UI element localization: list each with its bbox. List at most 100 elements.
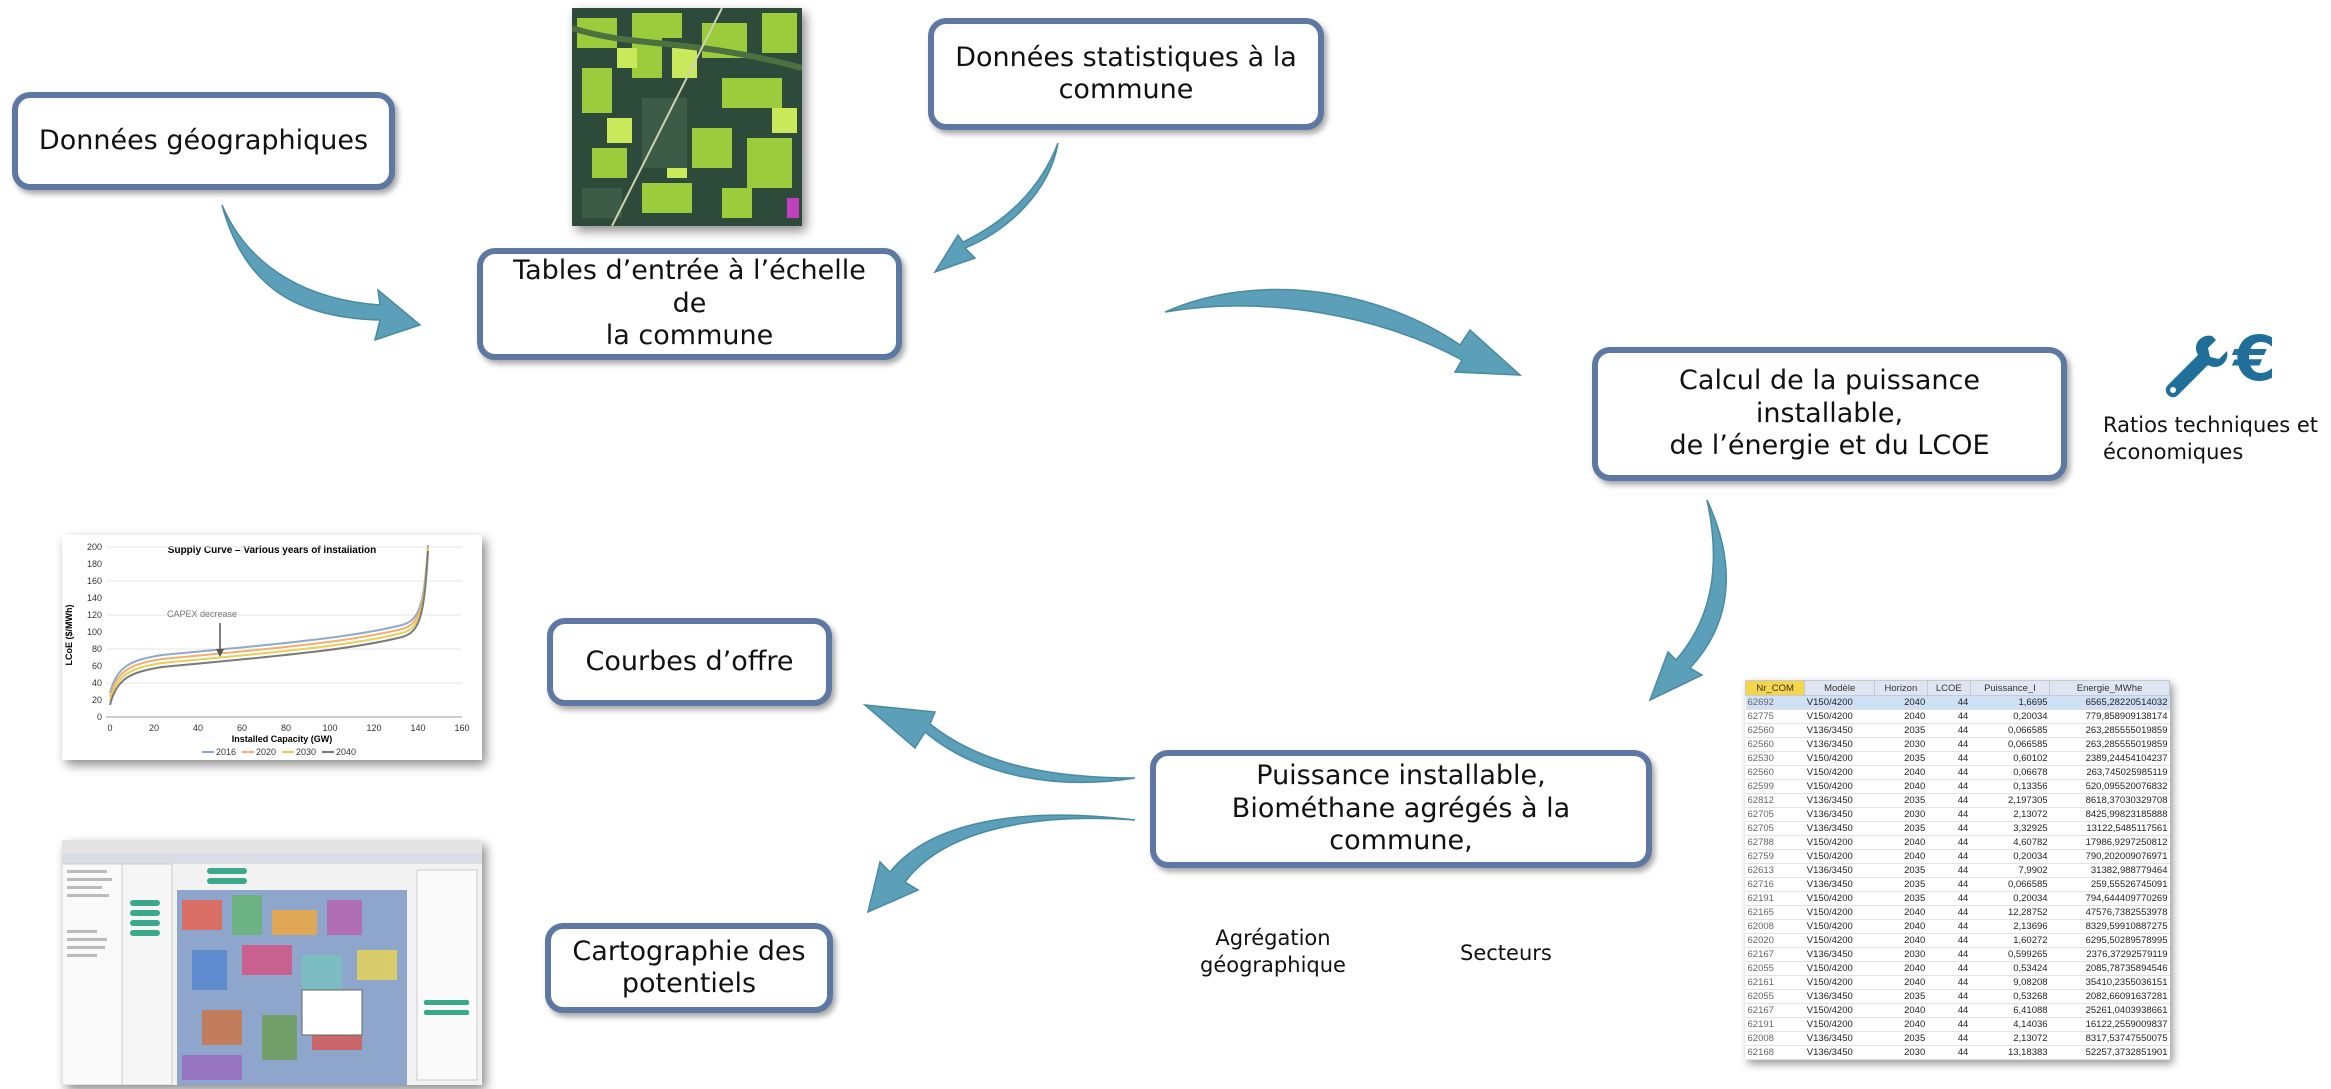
table-cell: 0,06678 (1970, 765, 2050, 780)
table-cell: 44 (1927, 1003, 1971, 1018)
table-cell: 62191 (1745, 1017, 1805, 1032)
legend-entry: 2040 (336, 747, 356, 757)
x-tick: 160 (454, 723, 469, 733)
y-tick: 80 (92, 644, 102, 654)
table-cell: 44 (1927, 695, 1971, 710)
table-cell: V150/4200 (1804, 695, 1875, 710)
table-cell: 2389,24454104237 (2049, 751, 2170, 766)
table-cell: V150/4200 (1804, 835, 1875, 850)
table-cell: 62530 (1745, 751, 1805, 766)
table-cell: 62008 (1745, 919, 1805, 934)
table-cell: 263,745025985119 (2049, 765, 2170, 780)
table-cell: 44 (1927, 947, 1971, 962)
table-cell: 35410,2355036151 (2049, 975, 2170, 990)
table-cell: 44 (1927, 877, 1971, 892)
col-header: Nr_COM (1745, 680, 1806, 696)
table-cell: 44 (1927, 779, 1971, 794)
y-tick: 180 (87, 559, 102, 569)
box-courbes-offre: Courbes d’offre (547, 618, 832, 706)
box-tables-entree: Tables d’entrée à l’échelle de la commun… (477, 248, 902, 360)
y-tick: 60 (92, 661, 102, 671)
table-cell: V136/3450 (1804, 821, 1875, 836)
table-cell: 62055 (1745, 989, 1805, 1004)
legend-entry: 2016 (216, 747, 236, 757)
table-cell: 0,13356 (1970, 779, 2050, 794)
box-donnees-statistiques: Données statistiques à la commune (928, 18, 1324, 130)
table-cell: V136/3450 (1804, 793, 1875, 808)
table-cell: 44 (1927, 905, 1971, 920)
table-cell: 2035 (1874, 989, 1928, 1004)
table-cell: 16122,2559009837 (2049, 1017, 2170, 1032)
table-cell: 2035 (1874, 723, 1928, 738)
table-cell: 0,20034 (1970, 849, 2050, 864)
table-cell: 12,28752 (1970, 905, 2050, 920)
table-cell: 1,6695 (1970, 695, 2050, 710)
arrow-stats-to-tables (933, 142, 1059, 274)
y-tick: 100 (87, 627, 102, 637)
table-cell: 62613 (1745, 863, 1805, 878)
table-cell: V150/4200 (1804, 751, 1875, 766)
box-label: Calcul de la puissance installable, de l… (1669, 365, 1990, 462)
table-cell: 2040 (1874, 709, 1928, 724)
x-tick: 0 (107, 723, 112, 733)
table-cell: 259,55526745091 (2049, 877, 2170, 892)
table-cell: 0,066585 (1970, 737, 2050, 752)
table-cell: 2035 (1874, 1031, 1928, 1046)
box-donnees-geographiques: Données géographiques (12, 92, 395, 190)
table-cell: 62165 (1745, 905, 1805, 920)
table-cell: 2376,37292579119 (2049, 947, 2170, 962)
legend: 2016 2020 2030 2040 (202, 747, 356, 757)
table-cell: 44 (1927, 1045, 1971, 1060)
arrow-puissance-to-courbes (862, 704, 1136, 784)
table-cell: 2040 (1874, 919, 1928, 934)
table-cell: 4,60782 (1970, 835, 2050, 850)
table-cell: 0,53268 (1970, 989, 2050, 1004)
table-cell: 13122,5485117561 (2049, 821, 2170, 836)
table-cell: 44 (1927, 863, 1971, 878)
table-cell: V136/3450 (1804, 737, 1875, 752)
table-cell: 44 (1927, 975, 1971, 990)
x-tick: 80 (281, 723, 291, 733)
table-cell: 263,285555019859 (2049, 737, 2170, 752)
table-cell: 62055 (1745, 961, 1805, 976)
table-cell: V150/4200 (1804, 975, 1875, 990)
table-cell: V150/4200 (1804, 849, 1875, 864)
table-cell: V150/4200 (1804, 961, 1875, 976)
series-2020 (109, 546, 429, 698)
table-cell: 0,066585 (1970, 723, 2050, 738)
table-cell: 44 (1927, 891, 1971, 906)
label-ratios: Ratios techniques et économiques (2103, 413, 2319, 465)
table-cell: 3,32925 (1970, 821, 2050, 836)
x-tick: 40 (193, 723, 203, 733)
table-cell: 62775 (1745, 709, 1805, 724)
table-cell: 44 (1927, 807, 1971, 822)
table-cell: 2030 (1874, 1045, 1928, 1060)
box-puissance-installable: Puissance installable, Biométhane agrégé… (1150, 750, 1652, 868)
table-cell: V136/3450 (1804, 1031, 1875, 1046)
table-cell: 2030 (1874, 737, 1928, 752)
series-2030 (109, 548, 429, 702)
y-tick: 0 (97, 712, 102, 722)
table-cell: 0,20034 (1970, 709, 2050, 724)
table-cell: 44 (1927, 821, 1971, 836)
table-cell: 779,858909138174 (2049, 709, 2170, 724)
table-cell: 31382,988779464 (2049, 863, 2170, 878)
table-cell: 62167 (1745, 1003, 1805, 1018)
table-cell: 44 (1927, 751, 1971, 766)
table-cell: 52257,3732851901 (2049, 1045, 2170, 1060)
y-tick: 20 (92, 695, 102, 705)
table-cell: 2040 (1874, 905, 1928, 920)
results-table: Nr_COM Modèle Horizon LCOE Puissance_I E… (1745, 680, 2170, 1060)
box-label: Puissance installable, Biométhane agrégé… (1231, 760, 1571, 857)
